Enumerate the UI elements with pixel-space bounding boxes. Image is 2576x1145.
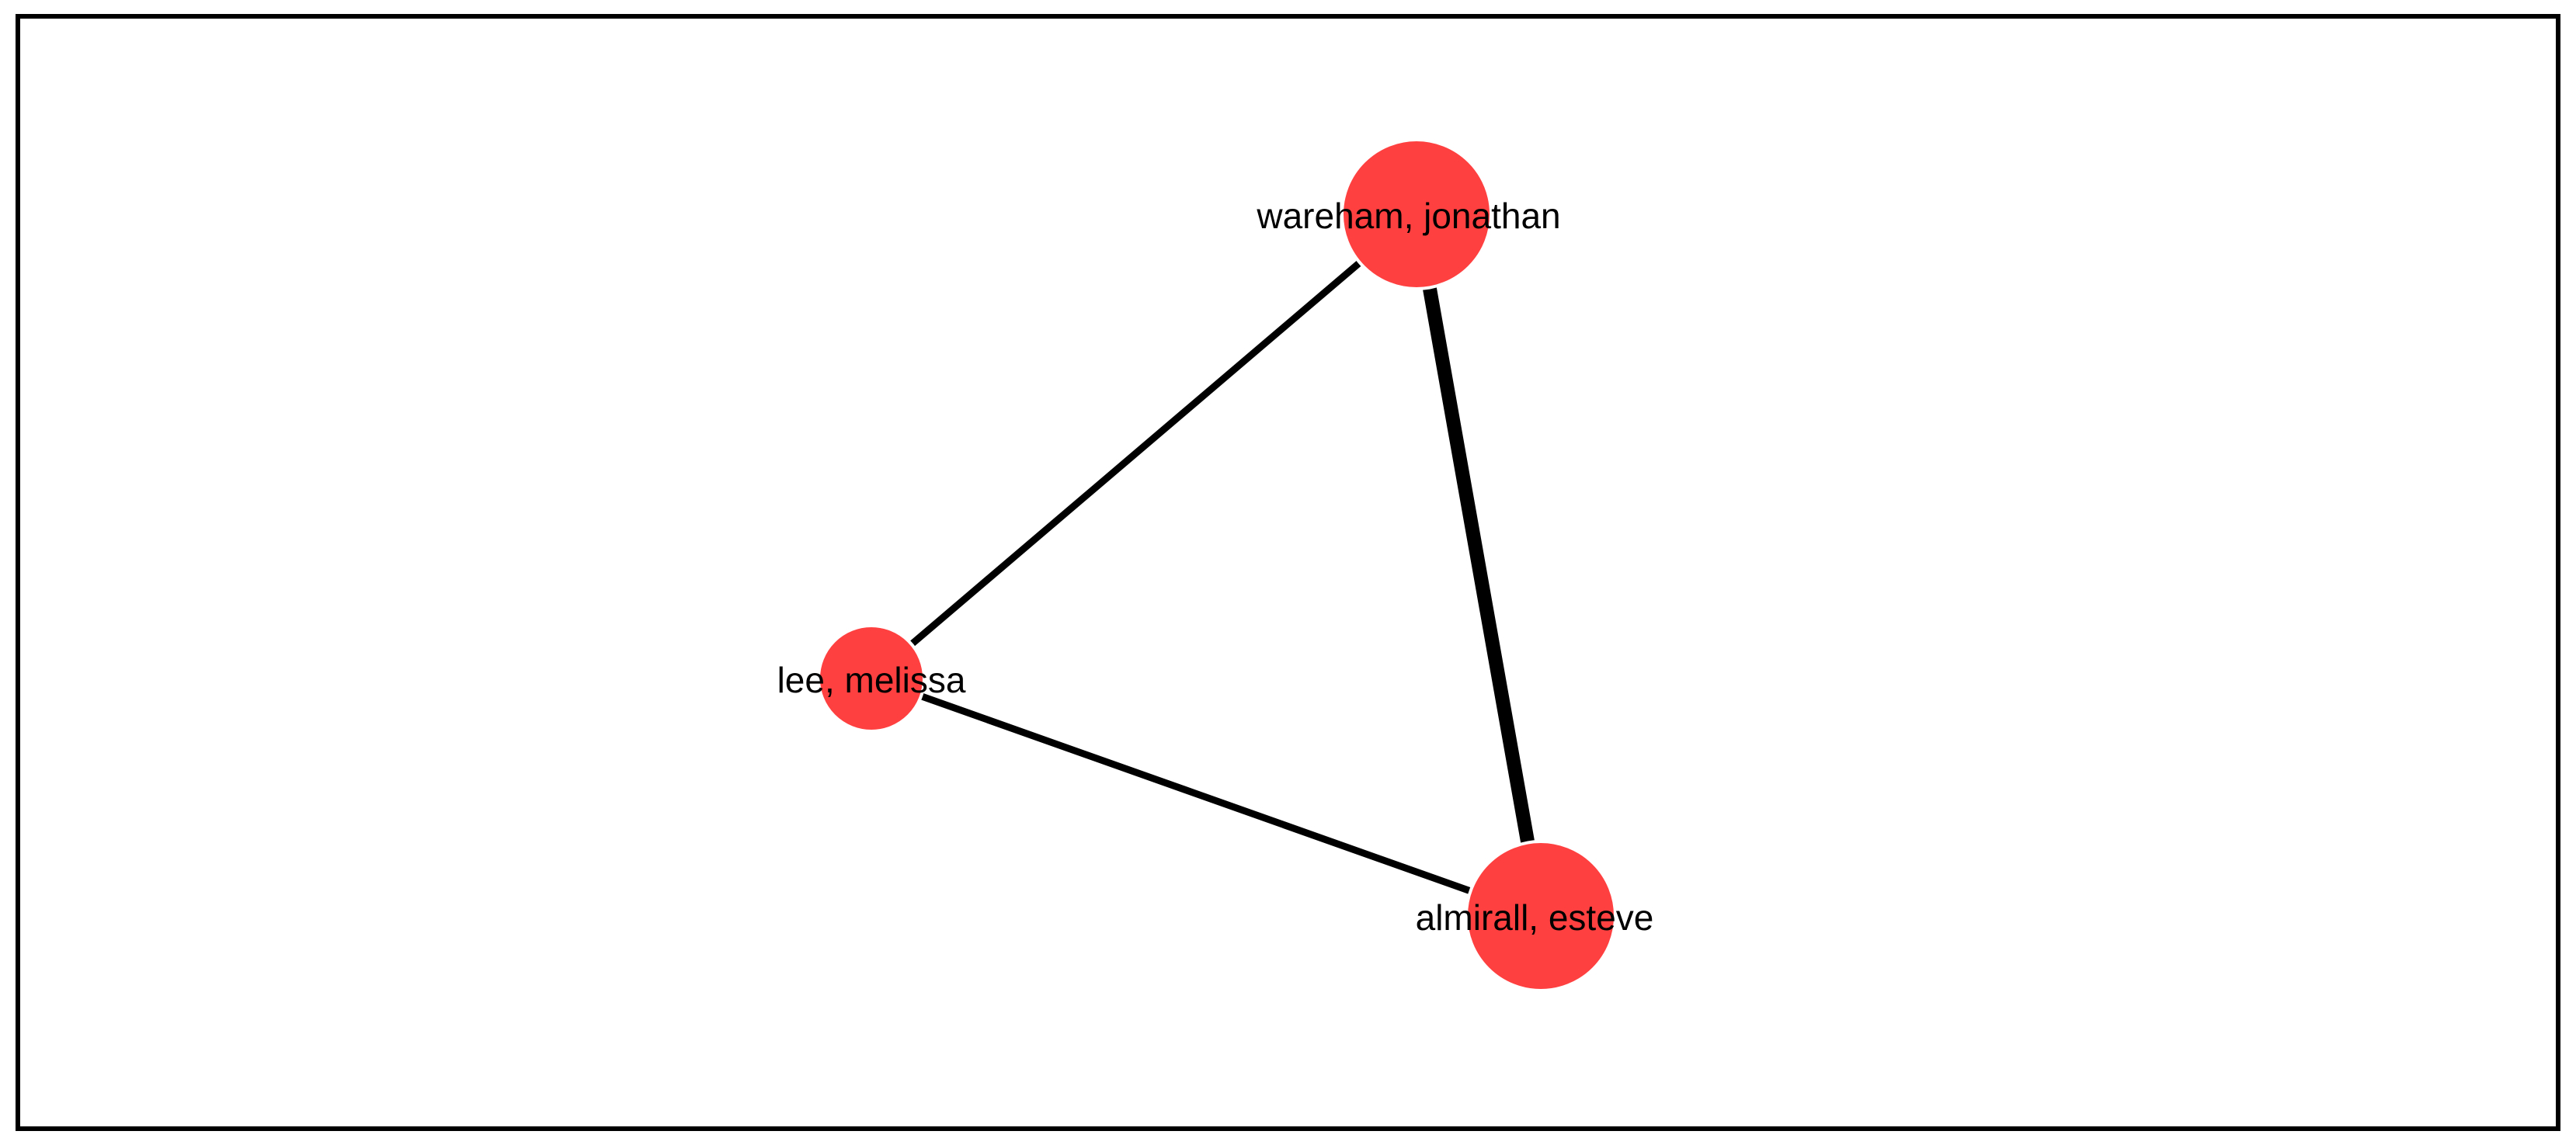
node-lee[interactable] bbox=[817, 624, 926, 733]
edge-wareham-almirall bbox=[1410, 213, 1548, 918]
nodes-layer bbox=[817, 138, 1617, 992]
node-label-wareham: wareham, jonathan bbox=[1256, 196, 1560, 236]
edge-lee-almirall bbox=[870, 675, 1542, 920]
labels-layer: wareham, jonathan lee, melissa almirall,… bbox=[777, 196, 1654, 938]
node-label-lee: lee, melissa bbox=[777, 660, 966, 700]
edges-layer bbox=[869, 211, 1548, 920]
node-almirall[interactable] bbox=[1465, 840, 1617, 992]
edge-wareham-lee bbox=[869, 211, 1419, 682]
diagram-frame bbox=[16, 14, 2560, 1131]
node-wareham[interactable] bbox=[1340, 138, 1493, 290]
node-label-almirall: almirall, esteve bbox=[1416, 897, 1654, 938]
